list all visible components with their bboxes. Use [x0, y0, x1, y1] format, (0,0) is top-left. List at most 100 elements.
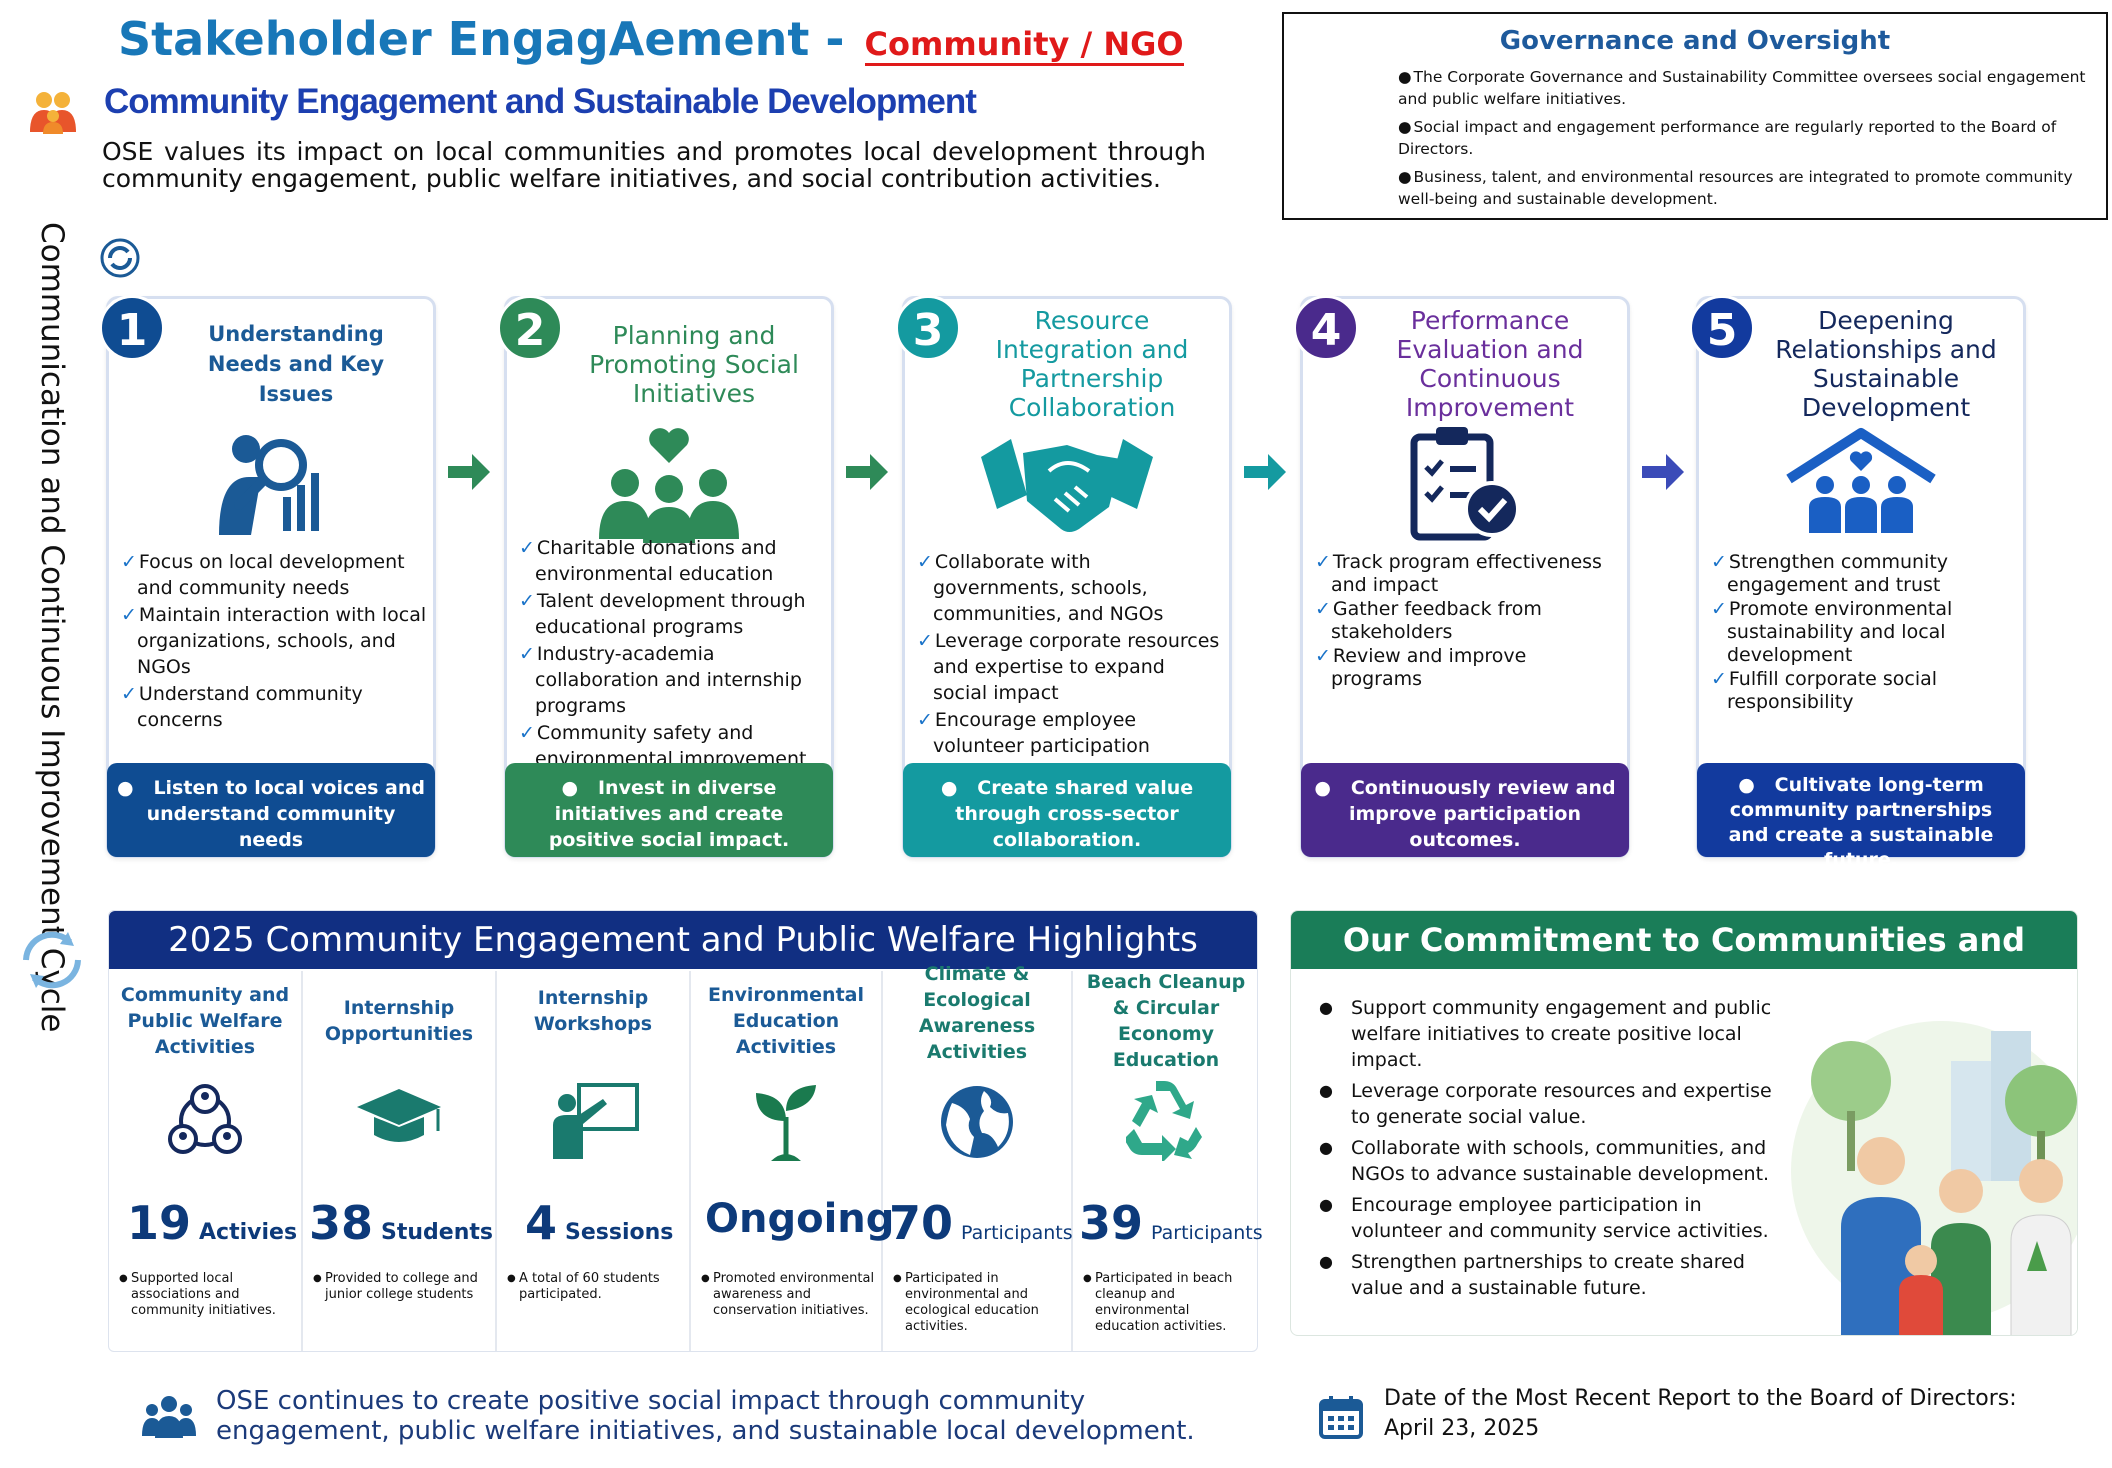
step-item: Track program effectiveness and impact — [1315, 551, 1621, 597]
step-footer: ● Listen to local voices and understand … — [107, 763, 435, 857]
title-main: Stakeholder EngagAement - — [118, 12, 845, 66]
step-items: Charitable donations and environmental e… — [519, 535, 825, 773]
highlights-panel: 2025 Community Engagement and Public Wel… — [108, 910, 1263, 1352]
highlight-title: Community and Public Welfare Activities — [120, 984, 290, 1058]
step-item: Leverage corporate resources and experti… — [917, 628, 1223, 706]
arrow-right-icon — [1642, 454, 1684, 490]
highlight-note: Participated in environmental and ecolog… — [891, 1271, 1065, 1335]
commitment-panel: Our Commitment to Communities and NGOs S… — [1290, 910, 2078, 1336]
step-items: Focus on local development and community… — [121, 549, 427, 734]
house-family-icon — [1699, 427, 2023, 537]
step-card-3: 3 Resource Integration and Partnership C… — [895, 295, 1232, 858]
globe-icon — [883, 1081, 1071, 1167]
highlight-note: Supported local associations and communi… — [117, 1271, 295, 1319]
governance-list: The Corporate Governance and Sustainabil… — [1398, 66, 2090, 216]
step-item: Fulfill corporate social responsibility — [1711, 668, 2017, 714]
step-item: Collaborate with governments, schools, c… — [917, 549, 1223, 627]
highlight-note: Provided to college and junior college s… — [311, 1271, 489, 1303]
step-title: Performance Evaluation and Continuous Im… — [1396, 306, 1584, 422]
step-item: Encourage employee volunteer participati… — [917, 707, 1223, 759]
step-items: Strengthen community engagement and trus… — [1711, 551, 2017, 715]
step-number: 1 — [99, 295, 165, 361]
step-items: Track program effectiveness and impact G… — [1315, 551, 1621, 692]
community-network-icon — [109, 1081, 301, 1165]
highlight-column: Environmental Education Activities Ongoi… — [691, 971, 894, 1351]
step-item: Understand community concerns — [121, 681, 427, 733]
step-item: Industry-academia collaboration and inte… — [519, 641, 825, 719]
step-item: Charitable donations and environmental e… — [519, 535, 825, 587]
commitment-title: Our Commitment to Communities and NGOs — [1291, 911, 2077, 1017]
step-number: 5 — [1689, 295, 1755, 361]
date-label: Date of the Most Recent Report to the Bo… — [1384, 1386, 2017, 1411]
highlight-column: Community and Public Welfare Activities … — [109, 971, 303, 1351]
step-item: Talent development through educational p… — [519, 588, 825, 640]
highlight-note: Participated in beach cleanup and enviro… — [1081, 1271, 1253, 1335]
highlight-title: Climate & Ecological Awareness Activitie… — [918, 963, 1036, 1063]
step-item: Focus on local development and community… — [121, 549, 427, 601]
cycle-icon — [100, 238, 140, 278]
step-item: Review and improve programs — [1315, 645, 1621, 691]
teacher-board-icon — [497, 1081, 689, 1165]
step-number: 4 — [1293, 295, 1359, 361]
handshake-icon — [905, 427, 1229, 537]
commitment-item: Collaborate with schools, communities, a… — [1311, 1135, 1781, 1187]
commitment-item: Support community engagement and public … — [1311, 995, 1781, 1073]
calendar-icon — [1319, 1396, 1363, 1439]
person-magnifier-chart-icon — [109, 427, 433, 537]
governance-box: Governance and Oversight The Corporate G… — [1282, 12, 2108, 220]
step-item: Maintain interaction with local organiza… — [121, 602, 427, 680]
step-footer: ● Continuously review and improve partic… — [1301, 763, 1629, 857]
step-title: Resource Integration and Partnership Col… — [995, 306, 1189, 422]
arrow-right-icon — [448, 454, 490, 490]
commitment-item: Strengthen partnerships to create shared… — [1311, 1249, 1781, 1301]
step-title: Deepening Relationships and Sustainable … — [1775, 306, 1997, 422]
governance-item: The Corporate Governance and Sustainabil… — [1398, 66, 2090, 110]
page-title: Stakeholder EngagAement - Community / NG… — [118, 12, 1184, 66]
refresh-cycle-icon — [23, 931, 81, 989]
step-footer: ● Cultivate long-term community partners… — [1697, 763, 2025, 871]
highlight-title: Internship Workshops — [533, 987, 653, 1035]
closing-statement: OSE continues to create positive social … — [216, 1386, 1195, 1446]
commitment-item: Leverage corporate resources and experti… — [1311, 1078, 1781, 1130]
governance-title: Governance and Oversight — [1499, 26, 1891, 56]
highlight-title: Internship Opportunities — [324, 997, 474, 1045]
step-footer: ● Create shared value through cross-sect… — [903, 763, 1231, 857]
page-subtitle: Community Engagement and Sustainable Dev… — [104, 82, 977, 121]
group-icon — [142, 1396, 196, 1438]
people-icon — [30, 92, 76, 134]
highlight-column: Climate & Ecological Awareness Activitie… — [883, 963, 1073, 1351]
step-card-5: 5 Deepening Relationships and Sustainabl… — [1689, 295, 2026, 871]
clipboard-check-icon — [1303, 423, 1627, 541]
cycle-label-text: Communication and Continuous Improvement… — [34, 222, 70, 1033]
cycle-label: Communication and Continuous Improvement… — [18, 222, 78, 1032]
step-title: Understanding Needs and Key Issues — [207, 322, 385, 406]
step-number: 2 — [497, 295, 563, 361]
sprout-icon — [691, 1081, 881, 1169]
graduation-cap-icon — [303, 1081, 495, 1155]
intro-text: OSE values its impact on local communiti… — [102, 137, 1206, 193]
governance-item: Business, talent, and environmental reso… — [1398, 166, 2090, 210]
highlight-title: Environmental Education Activities — [708, 984, 864, 1058]
step-card-1: 1 Understanding Needs and Key Issues Foc… — [99, 295, 436, 858]
step-item: Gather feedback from stakeholders — [1315, 598, 1621, 644]
step-title: Planning and Promoting Social Initiative… — [589, 320, 799, 408]
family-planting-illustration — [1791, 971, 2077, 1335]
step-card-2: 2 Planning and Promoting Social Initiati… — [497, 295, 834, 858]
commitment-list: Support community engagement and public … — [1311, 995, 1781, 1306]
step-footer: ● Invest in diverse initiatives and crea… — [505, 763, 833, 857]
title-sub: Community / NGO — [864, 25, 1184, 66]
commitment-item: Encourage employee participation in volu… — [1311, 1192, 1781, 1244]
step-item: Promote environmental sustainability and… — [1711, 598, 2017, 667]
step-items: Collaborate with governments, schools, c… — [917, 549, 1223, 760]
governance-item: Social impact and engagement performance… — [1398, 116, 2090, 160]
step-number: 3 — [895, 295, 961, 361]
highlights-title: 2025 Community Engagement and Public Wel… — [109, 911, 1257, 969]
